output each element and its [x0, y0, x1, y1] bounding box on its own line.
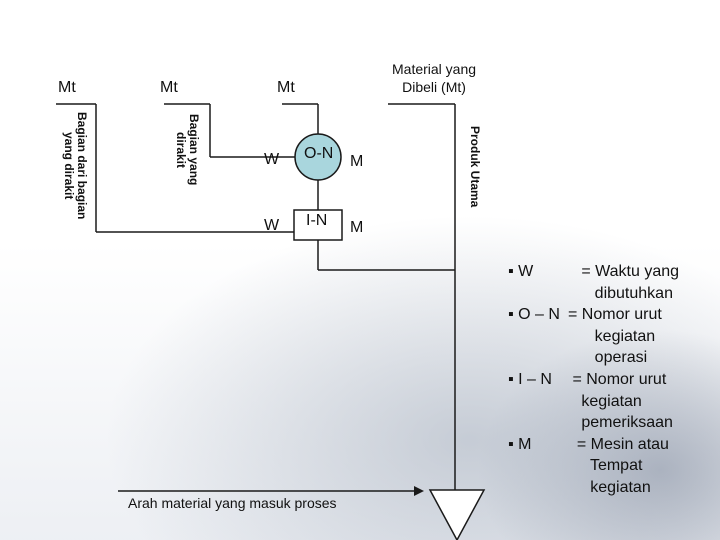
operation-circle	[294, 133, 342, 181]
operation-machine-label: M	[350, 153, 364, 170]
material-line-1: Material yang	[392, 61, 477, 77]
vertical-label-left: Bagian dari bagian yang dirakit	[62, 112, 89, 220]
mt-label-1: Mt	[58, 79, 76, 96]
legend-key: ▪ W	[508, 263, 534, 280]
inspection-box	[293, 209, 343, 241]
legend-key: ▪ I – N	[508, 370, 552, 388]
inspection-machine-label: M	[350, 219, 364, 236]
legend-value: = Nomor urut kegiatan operasi	[568, 306, 662, 367]
material-purchased-label: Material yang Dibeli (Mt)	[392, 60, 476, 96]
storage-triangle	[428, 489, 486, 540]
inspection-time-label: W	[264, 217, 280, 234]
inspection-number: I-N	[306, 212, 328, 229]
legend-value: = Waktu yang dibutuhkan	[581, 263, 680, 302]
legend: ▪ W = Waktu yang dibutuhkan ▪ O – N = No…	[508, 261, 679, 499]
vertical-label-middle: Bagian yang dirakit	[174, 114, 201, 186]
mt-label-3: Mt	[277, 79, 295, 96]
operation-number: O-N	[304, 145, 334, 162]
legend-item-on: ▪ O – N = Nomor urut kegiatan operasi	[508, 304, 679, 369]
legend-value: = Mesin atau Tempat kegiatan	[576, 435, 669, 496]
legend-value: = Nomor urut kegiatan pemeriksaan	[572, 370, 673, 432]
legend-item-m: ▪ M = Mesin atau Tempat kegiatan	[508, 434, 679, 499]
operation-time-label: W	[264, 151, 280, 168]
mt-label-2: Mt	[160, 79, 178, 96]
vertical-label-right: Produk Utama	[468, 126, 482, 208]
material-line-2: Dibeli (Mt)	[402, 79, 466, 95]
arrow-head	[414, 486, 424, 496]
legend-item-w: ▪ W = Waktu yang dibutuhkan	[508, 261, 679, 304]
legend-key: ▪ O – N	[508, 306, 560, 324]
arrow-label: Arah material yang masuk proses	[128, 495, 337, 511]
legend-item-in: ▪ I – N = Nomor urut kegiatan pemeriksaa…	[508, 369, 679, 434]
legend-key: ▪ M	[508, 435, 532, 453]
